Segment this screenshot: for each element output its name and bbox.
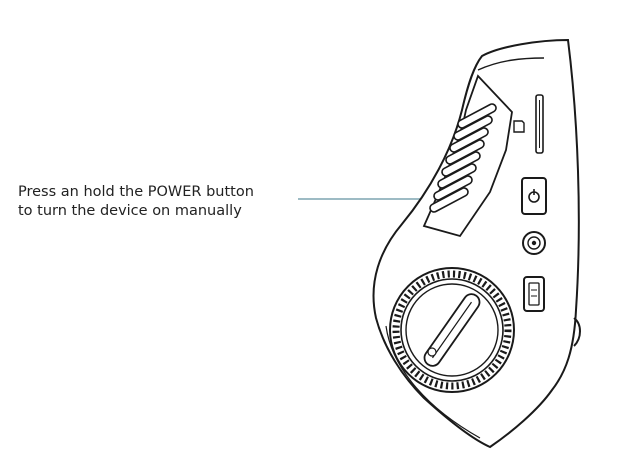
rear-knob: [573, 317, 581, 347]
round-button[interactable]: [522, 231, 546, 255]
callout-label: Press an hold the POWER button to turn t…: [18, 183, 254, 221]
power-button[interactable]: [521, 177, 547, 215]
sd-card-icon: [513, 94, 544, 154]
usb-port-icon: [523, 276, 545, 312]
side-panel-contour-lower: [385, 325, 481, 439]
side-panel-contour: [477, 57, 545, 71]
rotating-mount-dial[interactable]: [389, 267, 515, 393]
vent-slots: [429, 103, 497, 213]
callout-line-1: Press an hold the POWER button: [18, 184, 254, 200]
callout-line-2: to turn the device on manually: [18, 203, 242, 219]
